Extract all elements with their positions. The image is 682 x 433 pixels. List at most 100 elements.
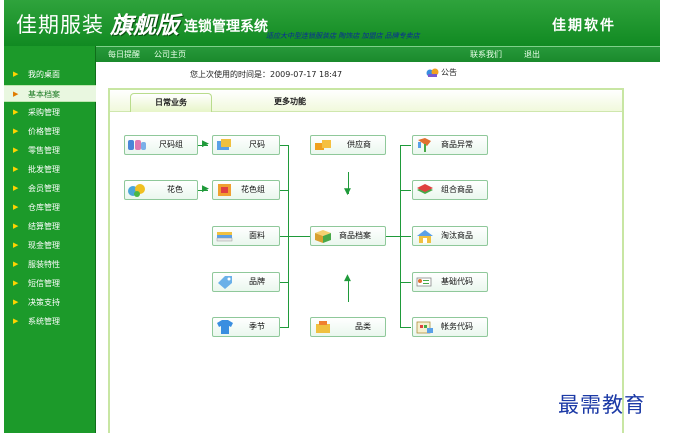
arrow-right-icon: ▶ <box>13 70 19 78</box>
sidebar-item-sms[interactable]: ▶短信管理 <box>4 275 96 292</box>
node-label: 供应商 <box>347 140 371 149</box>
flow-node-category[interactable]: 品类 <box>310 317 386 337</box>
tab-daily-business[interactable]: 日常业务 <box>130 93 212 112</box>
node-label: 基础代码 <box>441 277 473 286</box>
flow-node-product-file[interactable]: 商品档案 <box>310 226 386 246</box>
sidebar-item-retail[interactable]: ▶零售管理 <box>4 142 96 159</box>
notice-link[interactable]: 公告 <box>426 67 457 78</box>
node-label: 商品异常 <box>441 140 473 149</box>
arrow-right-icon: ▶ <box>202 184 209 194</box>
arrow-right-icon: ▶ <box>13 298 19 306</box>
nav-daily-reminder[interactable]: 每日提醒 <box>108 50 140 59</box>
sidebar-item-desktop[interactable]: ▶我的桌面 <box>4 66 96 83</box>
main-panel: 日常业务 更多功能 ▶ ▶ ▼ ▲ 尺码组 花色 尺码 花色组 面料 <box>108 88 624 433</box>
connector-line <box>400 236 411 237</box>
arrow-right-icon: ▶ <box>13 260 19 268</box>
sidebar-item-basic-files[interactable]: ▶ 基本档案 <box>4 85 96 102</box>
node-label: 花色组 <box>241 185 265 194</box>
node-label: 尺码组 <box>159 140 183 149</box>
sidebar-item-decision[interactable]: ▶ 决策支持 <box>4 294 96 311</box>
flow-node-fabric[interactable]: 面料 <box>212 226 280 246</box>
sidebar-item-label: 仓库管理 <box>28 203 60 212</box>
edition-label: 旗舰版 <box>110 12 179 39</box>
sidebar-item-label: 决策支持 <box>28 298 60 307</box>
tab-more-functions[interactable]: 更多功能 <box>274 97 306 106</box>
nav-exit[interactable]: 退出 <box>524 50 540 59</box>
flow-node-supplier[interactable]: 供应商 <box>310 135 386 155</box>
flow-node-brand[interactable]: 品牌 <box>212 272 280 292</box>
node-label: 季节 <box>249 322 265 331</box>
sidebar-item-label: 短信管理 <box>28 279 60 288</box>
arrow-right-icon: ▶ <box>13 222 19 230</box>
arrow-right-icon: ▶ <box>202 139 209 149</box>
connector-line <box>280 190 289 191</box>
system-name: 连锁管理系统 <box>184 19 268 35</box>
flow-node-finance-code[interactable]: 帐务代码 <box>412 317 488 337</box>
node-label: 帐务代码 <box>441 322 473 331</box>
last-login-time: 您上次使用的时间是：2009-07-17 18:47 <box>190 70 343 79</box>
sidebar-item-label: 基本档案 <box>28 90 60 99</box>
arrow-right-icon: ▶ <box>13 241 19 249</box>
category-icon <box>316 321 330 333</box>
app-header: 佳期服装 旗舰版 连锁管理系统 适应大中型连锁服装店 陶饰店 加盟店 品牌专卖店… <box>4 0 660 46</box>
connector-line <box>400 190 411 191</box>
size-icon <box>217 139 231 150</box>
sidebar: ▶我的桌面 ▶基本档案 ▶采购管理 ▶价格管理 ▶零售管理 ▶批发管理 ▶会员管… <box>4 46 96 433</box>
arrow-right-icon: ▶ <box>13 127 19 135</box>
flow-node-size-group[interactable]: 尺码组 <box>124 135 198 155</box>
sidebar-item-price[interactable]: ▶ 价格管理 <box>4 123 96 140</box>
flow-node-season[interactable]: 季节 <box>212 317 280 337</box>
slogan: 适应大中型连锁服装店 陶饰店 加盟店 品牌专卖店 <box>266 32 420 40</box>
arrow-right-icon: ▶ <box>13 146 19 154</box>
shirt-icon <box>217 320 233 334</box>
flow-node-retired-product[interactable]: 淘汰商品 <box>412 226 488 246</box>
color-icon <box>128 184 145 197</box>
sidebar-item-cash[interactable]: ▶ 现金管理 <box>4 237 96 254</box>
sidebar-item-label: 批发管理 <box>28 165 60 174</box>
sidebar-item-warehouse[interactable]: ▶ 仓库管理 <box>4 199 96 216</box>
sidebar-item-purchase[interactable]: ▶采购管理 <box>4 104 96 121</box>
sidebar-item-member[interactable]: ▶ 会员管理 <box>4 180 96 197</box>
flow-node-color-group[interactable]: 花色组 <box>212 180 280 200</box>
tag-icon <box>218 276 232 289</box>
sidebar-item-label: 会员管理 <box>28 184 60 193</box>
sidebar-item-label: 价格管理 <box>28 127 60 136</box>
flow-node-base-code[interactable]: 基础代码 <box>412 272 488 292</box>
arrow-right-icon: ▶ <box>13 184 19 192</box>
connector-line <box>198 145 208 146</box>
flow-node-color[interactable]: 花色 <box>124 180 198 200</box>
company-name: 佳期软件 <box>552 18 616 34</box>
sidebar-item-label: 现金管理 <box>28 241 60 250</box>
connector-line <box>280 236 289 237</box>
nav-company-home[interactable]: 公司主页 <box>154 50 186 59</box>
sidebar-item-label: 结算管理 <box>28 222 60 231</box>
sidebar-item-settlement[interactable]: ▶ 结算管理 <box>4 218 96 235</box>
node-label: 品牌 <box>249 277 265 286</box>
connector-line <box>348 280 349 302</box>
brand-name: 佳期服装 <box>16 13 104 37</box>
connector-line <box>198 190 208 191</box>
info-bar: 您上次使用的时间是：2009-07-17 18:47 公告 <box>96 62 660 84</box>
notice-icon <box>426 68 439 77</box>
combo-icon <box>417 184 433 194</box>
arrow-right-icon: ▶ <box>13 90 19 98</box>
sidebar-item-apparel[interactable]: ▶ 服装特性 <box>4 256 96 273</box>
node-label: 面料 <box>249 231 265 240</box>
sidebar-item-wholesale[interactable]: ▶批发管理 <box>4 161 96 178</box>
size-group-icon <box>128 140 146 150</box>
node-label: 淘汰商品 <box>441 231 473 240</box>
nav-contact-us[interactable]: 联系我们 <box>470 50 502 59</box>
sidebar-item-system[interactable]: ▶系统管理 <box>4 313 96 330</box>
finance-icon <box>416 321 433 334</box>
node-label: 商品档案 <box>339 231 371 240</box>
arrow-right-icon: ▶ <box>13 203 19 211</box>
exception-icon <box>418 138 431 152</box>
watermark: 最需教育 <box>558 393 646 417</box>
node-label: 花色 <box>167 185 183 194</box>
sidebar-item-label: 服装特性 <box>28 260 60 269</box>
node-label: 品类 <box>355 322 371 331</box>
flow-node-product-exception[interactable]: 商品异常 <box>412 135 488 155</box>
flow-node-size[interactable]: 尺码 <box>212 135 280 155</box>
node-label: 组合商品 <box>441 185 473 194</box>
flow-node-combo-product[interactable]: 组合商品 <box>412 180 488 200</box>
